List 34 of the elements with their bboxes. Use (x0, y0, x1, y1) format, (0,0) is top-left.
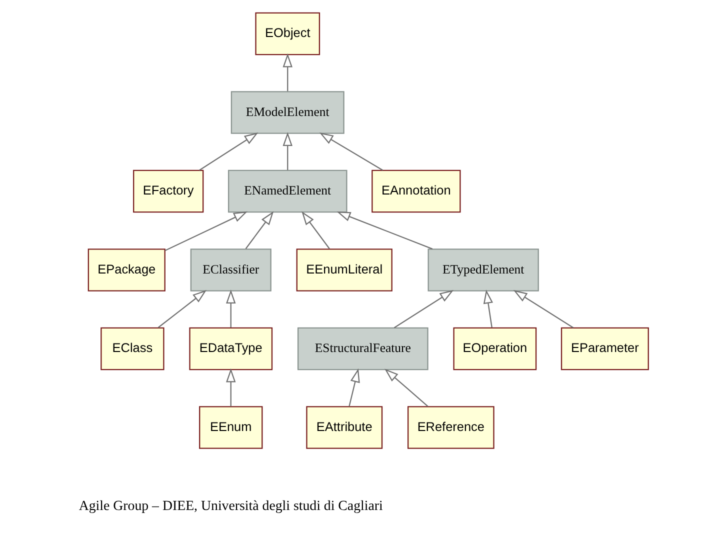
arrow (158, 290, 207, 328)
node-box: EClassifier (190, 248, 272, 292)
arrow (513, 290, 574, 328)
node-box: EOperation (453, 327, 537, 370)
node-box: EModelElement (230, 91, 344, 134)
node-box: EAnnotation (372, 170, 461, 213)
node-box: EParameter (560, 327, 649, 370)
arrow (282, 53, 292, 92)
node-box: EDataType (189, 327, 273, 370)
node-box: EObject (255, 12, 320, 56)
arrow (226, 368, 236, 406)
node-box: EStructuralFeature (297, 327, 428, 370)
node-box: EReference (407, 406, 494, 449)
node-box: EFactory (133, 170, 204, 213)
arrow (302, 211, 330, 250)
node-box: EEnumLiteral (296, 248, 392, 292)
node-box: EEnum (199, 406, 263, 449)
node-box: EClass (100, 327, 164, 370)
arrow (282, 132, 292, 170)
arrow (199, 132, 258, 171)
arrow (384, 368, 428, 407)
arrow (245, 211, 274, 250)
arrow (319, 132, 384, 171)
node-box: EPackage (88, 248, 166, 292)
label: Agile Group – DIEE, Università degli studi di Cagliari (78, 498, 383, 514)
arrow (348, 368, 360, 406)
node-box: ENamedElement (228, 170, 348, 213)
node-box: ETypedElement (428, 248, 539, 292)
arrow (394, 290, 454, 328)
arrow (226, 290, 236, 328)
arrow (164, 211, 248, 252)
arrow (336, 212, 433, 250)
arrow (483, 290, 494, 328)
node-box: EAttribute (306, 406, 383, 449)
